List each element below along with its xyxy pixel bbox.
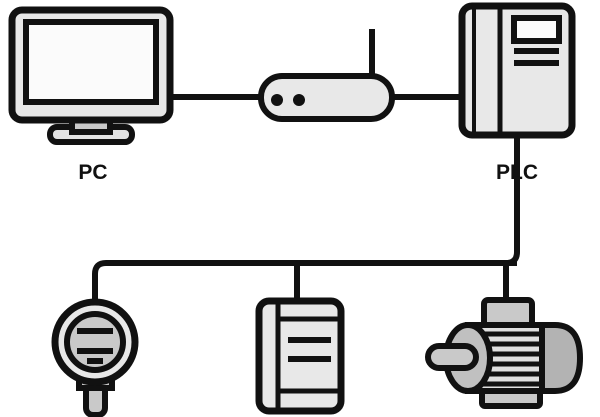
pc-label: PC <box>78 161 107 184</box>
link-plc-to-fieldbus <box>505 137 520 266</box>
plc-label: PLC <box>496 161 538 184</box>
motor-drive-shaft <box>425 343 479 371</box>
pc-monitor[interactable]: PC <box>8 6 174 184</box>
plc-controller[interactable]: PLC <box>458 2 576 184</box>
pressure-gauge[interactable] <box>51 298 139 417</box>
connections-layer <box>92 94 520 304</box>
monitor-screen <box>23 19 159 105</box>
router[interactable] <box>258 29 395 122</box>
router-led-icon <box>293 94 305 106</box>
router-led-icon <box>271 94 283 106</box>
electric-motor[interactable] <box>425 297 584 409</box>
router-body <box>258 73 395 122</box>
fieldbus-trunk <box>92 260 517 304</box>
plc-display <box>511 15 562 44</box>
field-device-module[interactable] <box>255 297 345 415</box>
